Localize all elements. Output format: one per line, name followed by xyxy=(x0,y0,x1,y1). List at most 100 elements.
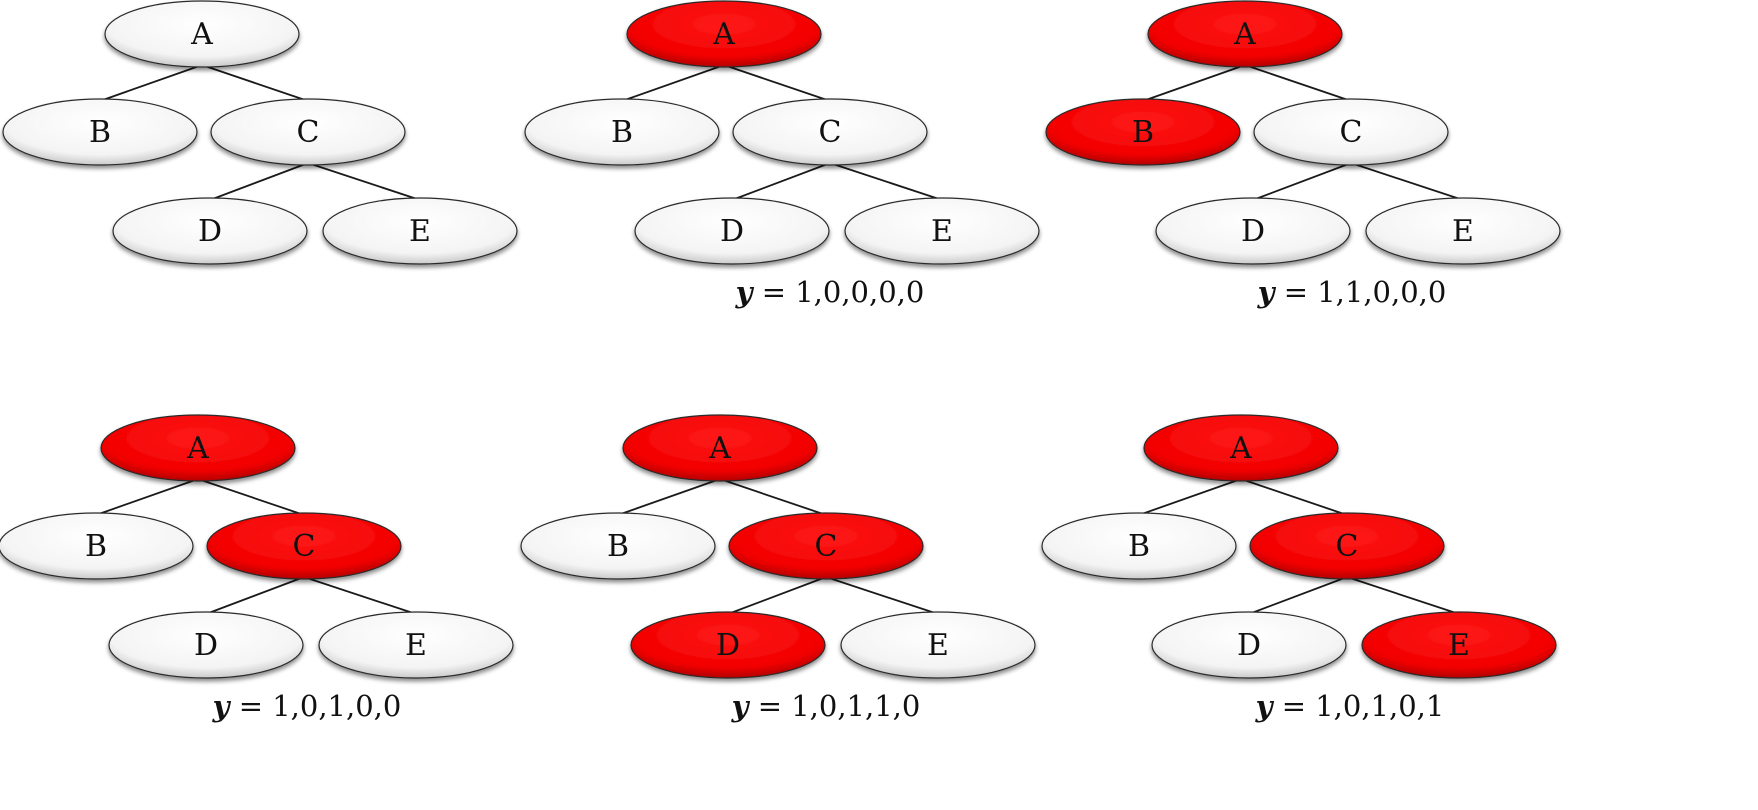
node-b: B xyxy=(520,512,716,580)
node-ellipse xyxy=(210,98,406,166)
node-c: C xyxy=(1253,98,1449,166)
node-ellipse xyxy=(108,611,304,679)
node-ellipse xyxy=(630,611,826,679)
node-e: E xyxy=(844,197,1040,265)
node-ellipse xyxy=(1253,98,1449,166)
node-label: B xyxy=(1132,115,1154,150)
node-b: B xyxy=(1041,512,1237,580)
node-d: D xyxy=(112,197,308,265)
node-ellipse xyxy=(100,414,296,482)
node-ellipse xyxy=(1151,611,1347,679)
node-label: E xyxy=(1448,628,1470,663)
node-ellipse xyxy=(1143,414,1339,482)
edge-c-d xyxy=(205,576,305,615)
edge-c-e xyxy=(1350,162,1464,201)
edge-a-c xyxy=(719,478,827,516)
edge-c-e xyxy=(303,576,417,615)
edge-a-c xyxy=(201,64,309,102)
edge-c-e xyxy=(1346,576,1460,615)
edge-a-b xyxy=(95,478,199,516)
node-a-selected: A xyxy=(1143,414,1339,482)
node-label: D xyxy=(720,214,744,249)
node-label: E xyxy=(1452,214,1474,249)
node-ellipse xyxy=(732,98,928,166)
node-ellipse xyxy=(1249,512,1445,580)
node-b: B xyxy=(0,512,194,580)
caption-value: = 1,0,0,0,0 xyxy=(752,275,924,309)
edge-a-c xyxy=(197,478,305,516)
node-a-selected: A xyxy=(1147,0,1343,68)
edge-c-d xyxy=(1248,576,1348,615)
node-e: E xyxy=(322,197,518,265)
node-ellipse xyxy=(1155,197,1351,265)
node-ellipse xyxy=(1147,0,1343,68)
selection-vector-caption: y = 1,0,1,1,0 xyxy=(731,689,921,723)
edge-c-e xyxy=(307,162,421,201)
node-ellipse xyxy=(520,512,716,580)
node-ellipse xyxy=(524,98,720,166)
edge-c-e xyxy=(829,162,943,201)
node-label: C xyxy=(297,115,320,150)
node-a-selected: A xyxy=(100,414,296,482)
edge-c-d xyxy=(731,162,831,201)
node-ellipse xyxy=(622,414,818,482)
edge-a-c xyxy=(1240,478,1348,516)
edge-a-b xyxy=(1138,478,1242,516)
tree-panel-2: A B C D Ey = 1,0,0,0,0 xyxy=(524,0,1040,309)
node-label: E xyxy=(405,628,427,663)
node-label: A xyxy=(1233,17,1256,52)
node-label: E xyxy=(409,214,431,249)
node-label: A xyxy=(190,17,213,52)
selection-vector-caption: y = 1,0,0,0,0 xyxy=(735,275,925,309)
node-c-selected: C xyxy=(1249,512,1445,580)
edge-a-c xyxy=(723,64,831,102)
node-c-selected: C xyxy=(206,512,402,580)
selection-vector-caption: y = 1,1,0,0,0 xyxy=(1257,275,1447,309)
edge-c-d xyxy=(727,576,827,615)
node-ellipse xyxy=(626,0,822,68)
caption-value: = 1,1,0,0,0 xyxy=(1274,275,1446,309)
edge-c-d xyxy=(1252,162,1352,201)
node-ellipse xyxy=(1365,197,1561,265)
selection-vector-caption: y = 1,0,1,0,0 xyxy=(212,689,402,723)
node-e-selected: E xyxy=(1361,611,1557,679)
node-label: B xyxy=(611,115,633,150)
node-label: C xyxy=(815,529,838,564)
node-label: D xyxy=(1237,628,1261,663)
edge-c-d xyxy=(209,162,309,201)
node-label: D xyxy=(198,214,222,249)
node-ellipse xyxy=(728,512,924,580)
node-ellipse xyxy=(112,197,308,265)
node-ellipse xyxy=(0,512,194,580)
edge-a-b xyxy=(621,64,725,102)
node-label: C xyxy=(819,115,842,150)
caption-variable: y xyxy=(212,689,232,723)
node-label: D xyxy=(194,628,218,663)
caption-variable: y xyxy=(731,689,751,723)
tree-panel-3: A B CD Ey = 1,1,0,0,0 xyxy=(1045,0,1561,309)
node-b: B xyxy=(2,98,198,166)
node-label: A xyxy=(1229,431,1252,466)
node-label: B xyxy=(607,529,629,564)
node-d: D xyxy=(1155,197,1351,265)
caption-value: = 1,0,1,1,0 xyxy=(748,689,920,723)
node-label: E xyxy=(927,628,949,663)
node-c: C xyxy=(732,98,928,166)
node-d: D xyxy=(1151,611,1347,679)
node-label: C xyxy=(293,529,316,564)
node-label: A xyxy=(708,431,731,466)
node-label: C xyxy=(1336,529,1359,564)
node-e: E xyxy=(318,611,514,679)
node-d: D xyxy=(108,611,304,679)
node-ellipse xyxy=(634,197,830,265)
node-ellipse xyxy=(1361,611,1557,679)
caption-variable: y xyxy=(1255,689,1275,723)
node-b: B xyxy=(524,98,720,166)
node-a-selected: A xyxy=(622,414,818,482)
node-b-selected: B xyxy=(1045,98,1241,166)
edge-a-c xyxy=(1244,64,1352,102)
node-label: A xyxy=(712,17,735,52)
tree-panel-4: AB C D Ey = 1,0,1,0,0 xyxy=(0,414,514,723)
